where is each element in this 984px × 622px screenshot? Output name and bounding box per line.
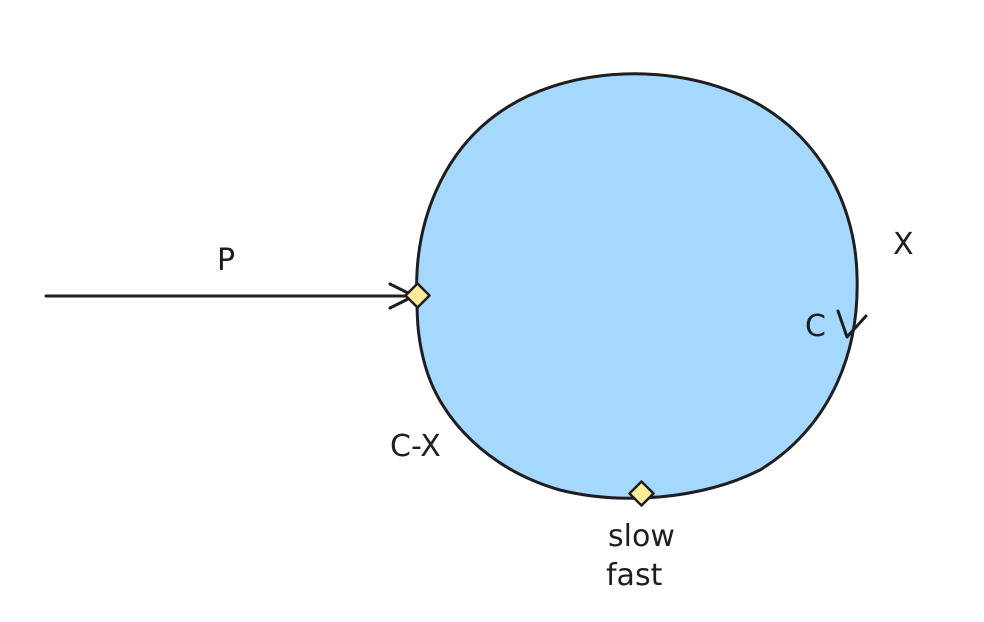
meeting-fast-label: fast (606, 558, 663, 593)
arc-x-label: X (893, 227, 914, 262)
direction-arrowhead (836, 309, 868, 339)
meeting-point-marker (628, 480, 655, 507)
cycle-circle (415, 72, 859, 500)
entry-point-marker (404, 282, 431, 309)
cycle-length-label: C (805, 309, 826, 344)
meeting-slow-label: slow (608, 519, 675, 554)
arc-c-minus-x-label: C-X (390, 429, 441, 464)
tail-label: P (217, 243, 235, 278)
